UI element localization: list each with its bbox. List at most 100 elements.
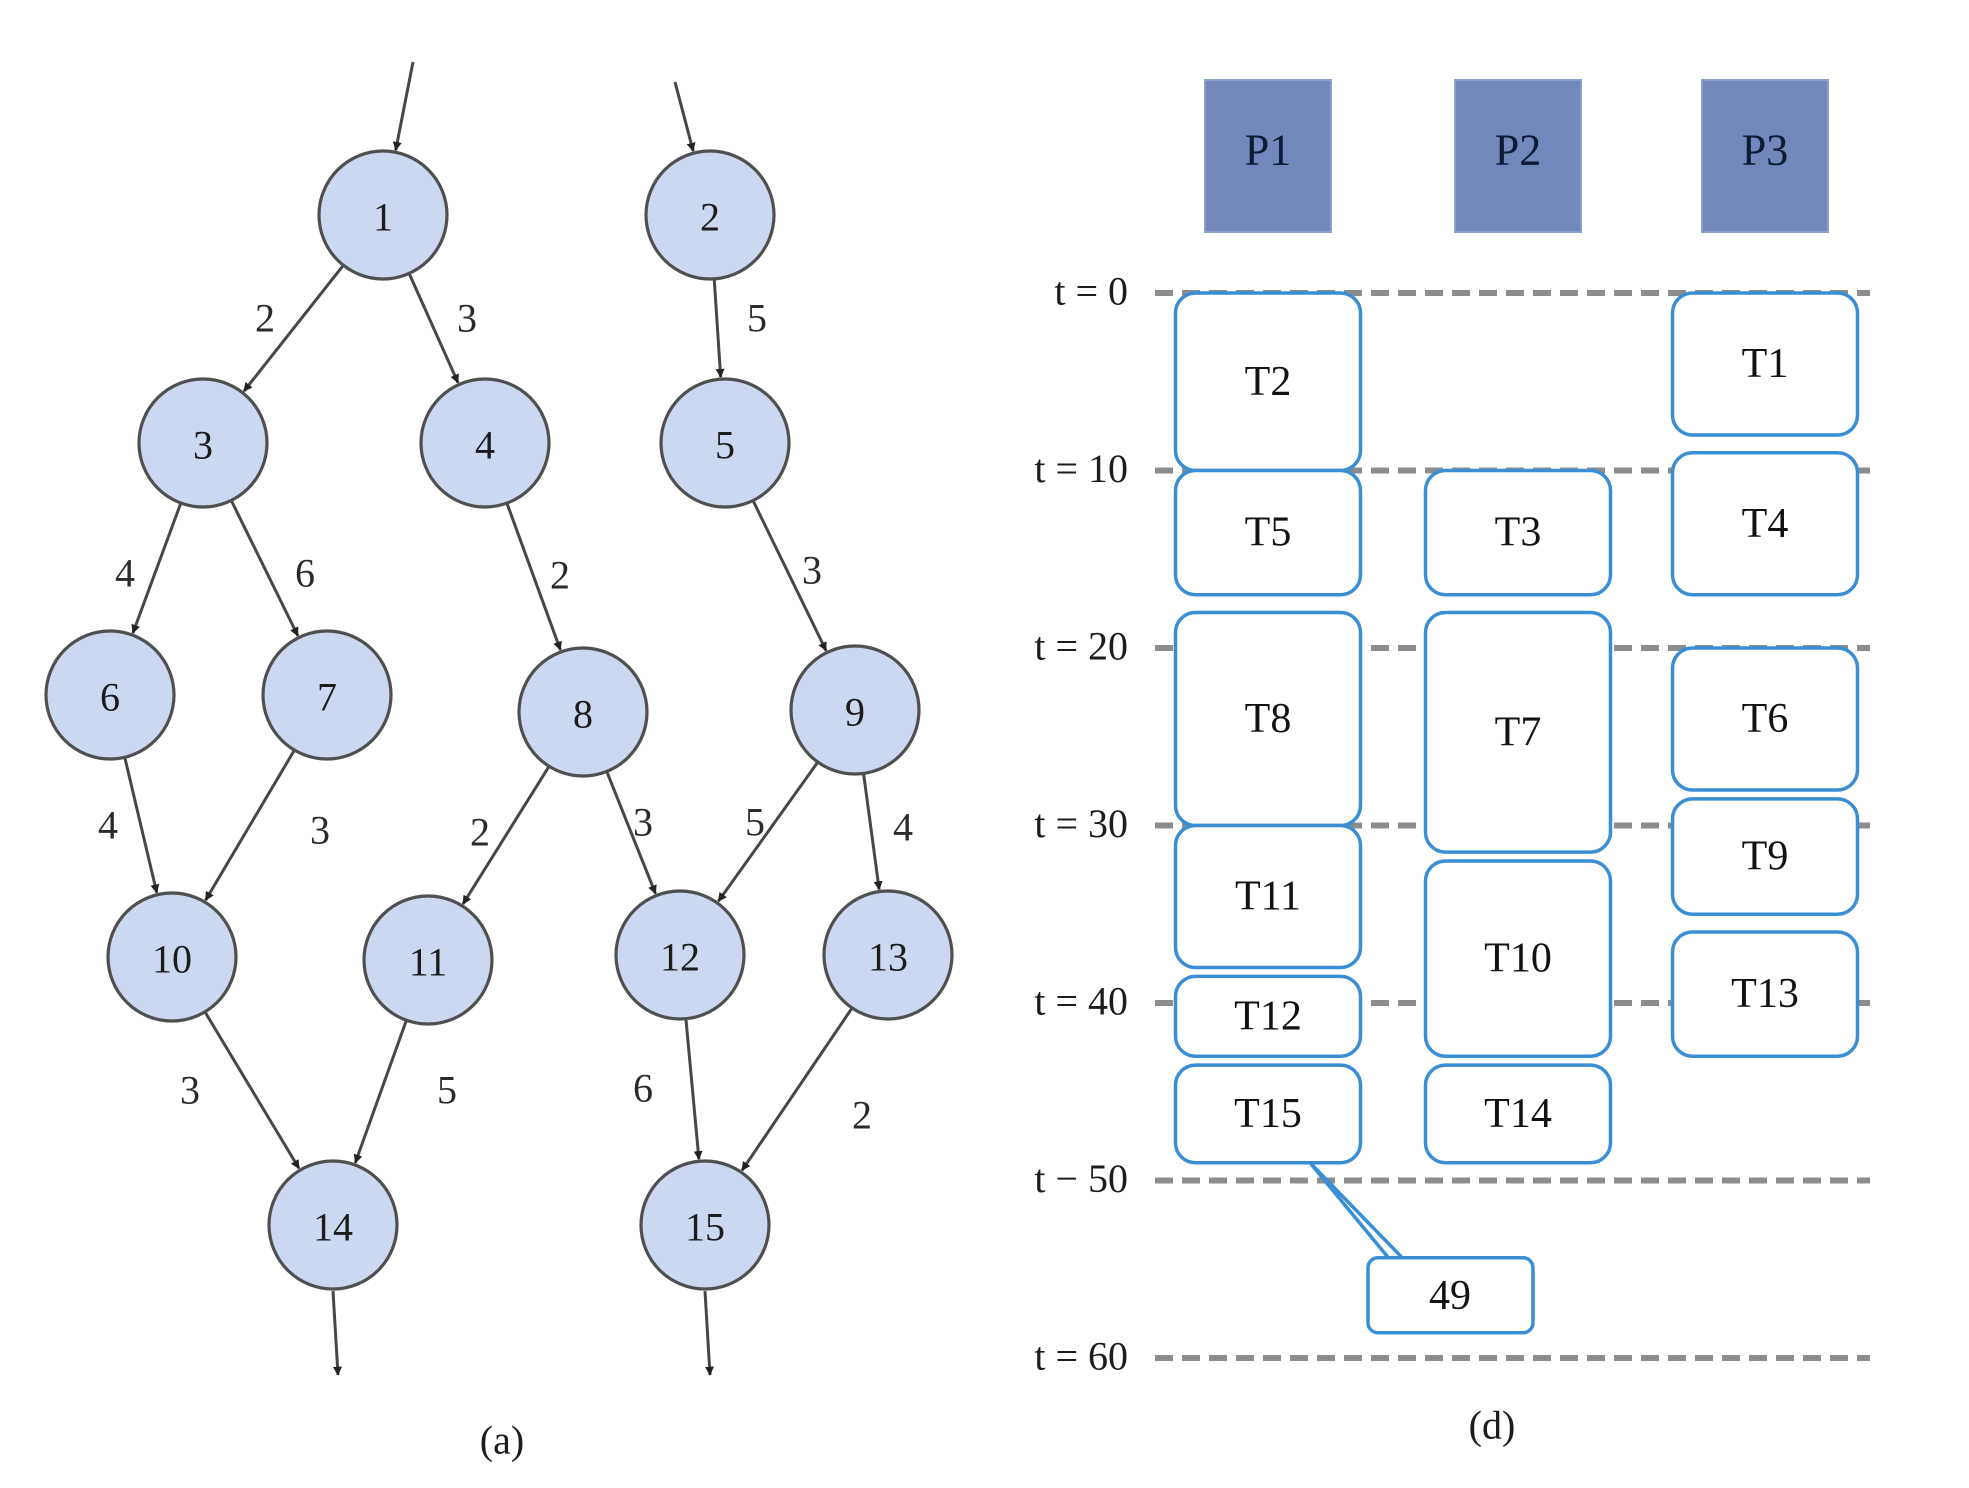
processor-box [1701, 79, 1829, 233]
node-circle [317, 149, 449, 281]
node-label: 4 [475, 423, 495, 468]
exit-arrow-14 [331, 1290, 343, 1376]
graph-caption: (a) [480, 1418, 524, 1463]
node-label: 15 [685, 1205, 725, 1250]
task-block-t11: T11 [1173, 823, 1363, 970]
task-label: T5 [1245, 510, 1292, 556]
node-circle [419, 377, 551, 509]
edge-9-13: 4 [861, 771, 913, 891]
edge-11-14: 5 [353, 1017, 457, 1164]
node-label: 9 [845, 690, 865, 735]
processor-header-p2: P2 [1454, 79, 1582, 233]
graph-node-7: 7 [261, 629, 393, 761]
edge-10-14: 3 [180, 1009, 301, 1170]
time-tick-label: t = 30 [1034, 801, 1128, 846]
task-block-t9: T9 [1670, 797, 1860, 916]
task-block-t8: T8 [1173, 610, 1363, 828]
node-label: 7 [317, 675, 337, 720]
processor-label: P3 [1742, 126, 1788, 175]
edge-line [131, 500, 183, 634]
graph-node-15: 15 [639, 1159, 771, 1291]
edge-weight-label: 4 [893, 805, 913, 850]
task-block-t14: T14 [1423, 1063, 1613, 1165]
edge-weight-label: 2 [470, 810, 490, 855]
edge-7-10: 3 [204, 747, 330, 901]
graph-entry-exit-arrows [331, 61, 715, 1376]
edge-weight-label: 3 [802, 548, 822, 593]
edge-line [740, 1005, 855, 1172]
edge-9-12: 5 [717, 759, 821, 903]
graph-node-4: 4 [419, 377, 551, 509]
time-tick-label: t = 20 [1034, 624, 1128, 669]
edge-line [204, 747, 297, 901]
edge-weight-label: 5 [747, 296, 767, 341]
task-label: T4 [1742, 501, 1789, 547]
processor-header-p1: P1 [1204, 79, 1332, 233]
time-tick-label: t − 50 [1034, 1156, 1128, 1201]
node-label: 8 [573, 692, 593, 737]
node-circle [137, 377, 269, 509]
processor-box [1204, 79, 1332, 233]
node-label: 6 [100, 675, 120, 720]
edge-4-8: 2 [504, 500, 570, 651]
task-box [1423, 1063, 1613, 1165]
task-box [1173, 468, 1363, 597]
task-block-t2: T2 [1173, 291, 1363, 473]
edge-5-9: 3 [750, 498, 828, 652]
edge-1-4: 3 [406, 270, 477, 384]
task-block-t1: T1 [1670, 291, 1860, 437]
task-block-t10: T10 [1423, 859, 1613, 1058]
node-circle [822, 889, 954, 1021]
node-circle [362, 894, 494, 1026]
time-tick-label: t = 0 [1054, 269, 1128, 314]
edge-weight-label: 6 [295, 551, 315, 596]
edge-weight-label: 4 [115, 551, 135, 596]
edge-6-10: 4 [98, 754, 160, 894]
node-circle [659, 377, 791, 509]
task-box [1670, 646, 1860, 792]
task-label: T3 [1495, 510, 1542, 556]
task-label: T9 [1742, 834, 1789, 880]
time-tick-label: t = 60 [1034, 1334, 1128, 1379]
node-circle [106, 891, 238, 1023]
edge-line [717, 759, 821, 903]
edge-2-5: 5 [712, 276, 767, 378]
task-box [1670, 291, 1860, 437]
processor-header-p3: P3 [1701, 79, 1829, 233]
node-circle [517, 646, 649, 778]
node-circle [261, 629, 393, 761]
task-block-t3: T3 [1423, 468, 1613, 597]
edge-line [861, 771, 883, 891]
edge-line [712, 276, 725, 378]
task-block-t5: T5 [1173, 468, 1363, 597]
callout-box [1366, 1256, 1535, 1335]
task-label: T10 [1484, 936, 1552, 982]
edge-line [122, 754, 160, 894]
edge-line [684, 1016, 703, 1161]
graph-node-13: 13 [822, 889, 954, 1021]
processor-label: P1 [1245, 126, 1291, 175]
edge-3-6: 4 [115, 500, 183, 634]
node-label: 10 [152, 937, 192, 982]
edge-weight-label: 6 [633, 1066, 653, 1111]
edge-line [406, 270, 460, 384]
edge-weight-label: 2 [852, 1093, 872, 1138]
task-label: T1 [1742, 341, 1789, 387]
graph-node-11: 11 [362, 894, 494, 1026]
edge-weight-label: 5 [437, 1068, 457, 1113]
node-label: 3 [193, 423, 213, 468]
edge-line [229, 497, 300, 637]
node-label: 14 [313, 1205, 353, 1250]
graph-node-1: 1 [317, 149, 449, 281]
graph-node-3: 3 [137, 377, 269, 509]
edge-12-15: 6 [633, 1016, 703, 1161]
node-label: 2 [700, 195, 720, 240]
edge-line [750, 498, 828, 652]
task-block-t15: T15 [1173, 1063, 1363, 1165]
task-block-t12: T12 [1173, 974, 1363, 1058]
makespan-callout: 49 [1308, 1161, 1535, 1335]
edge-weight-label: 2 [255, 296, 275, 341]
